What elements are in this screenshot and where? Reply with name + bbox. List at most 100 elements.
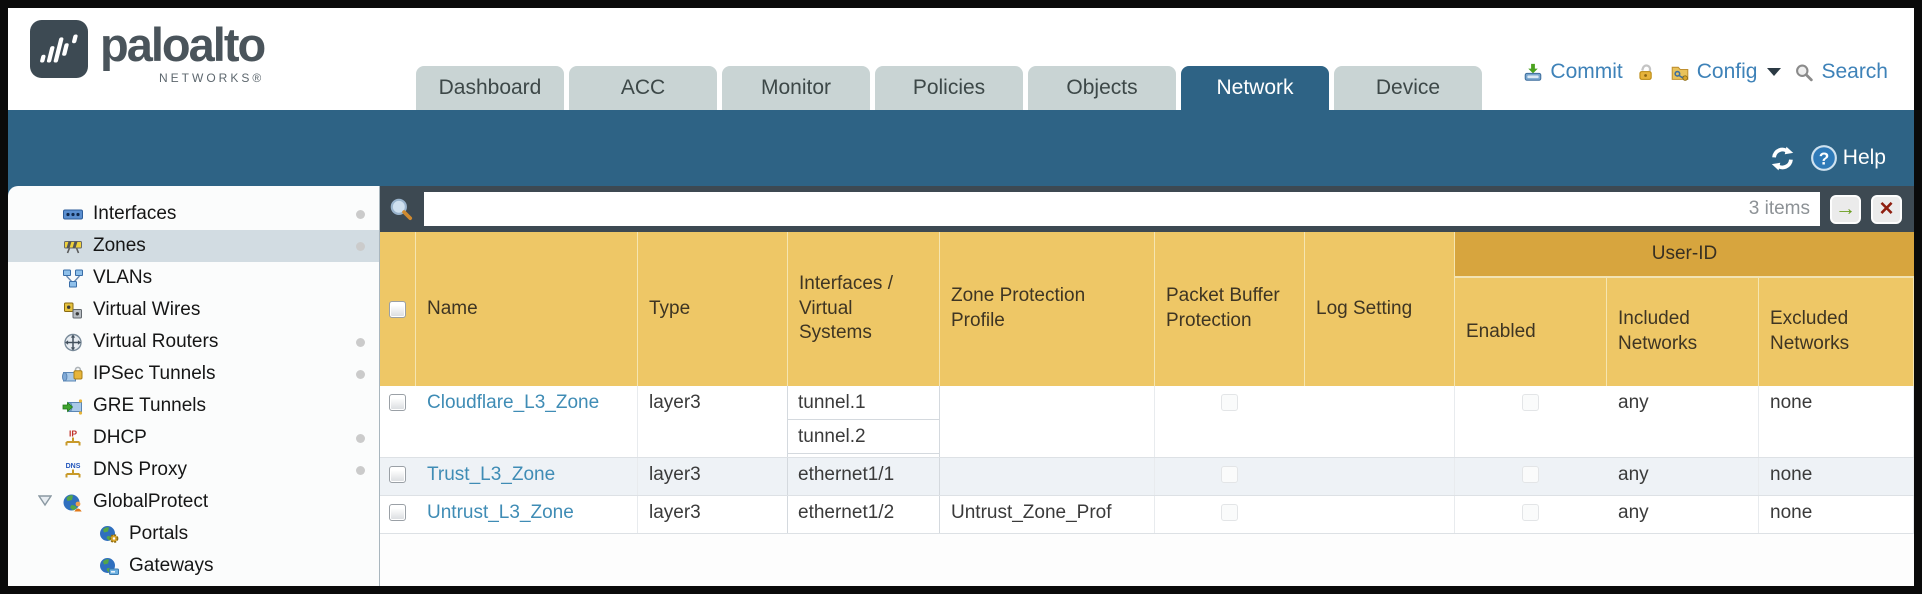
svg-text:?: ?	[1819, 148, 1830, 168]
sidebar-item-virtual-wires[interactable]: Virtual Wires	[8, 294, 379, 326]
content-area: Interfaces Zones	[8, 186, 1914, 586]
help-label: Help	[1842, 146, 1886, 169]
sidebar-label: Virtual Wires	[93, 299, 201, 320]
paloalto-logo-icon	[30, 20, 88, 78]
sidebar-item-portals[interactable]: Portals	[8, 518, 379, 550]
sidebar-item-interfaces[interactable]: Interfaces	[8, 198, 379, 230]
refresh-icon[interactable]	[1769, 145, 1796, 172]
sidebar-item-globalprotect[interactable]: GlobalProtect	[8, 486, 379, 518]
lock-icon[interactable]	[1635, 63, 1657, 82]
table-row: Untrust_L3_Zone layer3 ethernet1/2 Untru…	[380, 496, 1914, 534]
sidebar-item-ipsec-tunnels[interactable]: IPSec Tunnels	[8, 358, 379, 390]
config-label: Config	[1696, 60, 1758, 83]
top-bar: paloalto NETWORKS® Dashboard ACC Monitor…	[8, 8, 1914, 110]
sidebar-label: DHCP	[93, 427, 147, 448]
zone-type-cell: layer3	[638, 458, 788, 495]
log-setting-cell	[1305, 458, 1455, 495]
apply-filter-button[interactable]: →	[1830, 194, 1861, 224]
search-button[interactable]: Search	[1793, 60, 1888, 84]
filter-input[interactable]	[424, 192, 1749, 226]
column-header-name[interactable]: Name	[416, 232, 638, 386]
network-sidebar: Interfaces Zones	[8, 186, 380, 586]
tab-device[interactable]: Device	[1334, 66, 1482, 110]
column-header-type[interactable]: Type	[638, 232, 788, 386]
zone-interfaces-cell: ethernet1/1	[787, 458, 940, 495]
tab-policies[interactable]: Policies	[875, 66, 1023, 110]
user-id-enabled-cell	[1455, 496, 1607, 533]
portals-icon	[100, 525, 119, 543]
interface-entry: ethernet1/2	[798, 502, 895, 523]
packet-buffer-checkbox	[1221, 504, 1238, 521]
enabled-checkbox	[1522, 466, 1539, 483]
tab-network[interactable]: Network	[1181, 66, 1329, 110]
interface-entry: tunnel.2	[788, 420, 939, 454]
user-id-enabled-cell	[1455, 458, 1607, 495]
row-checkbox[interactable]	[389, 466, 406, 483]
table-header: Name Type Interfaces / Virtual Systems Z…	[380, 232, 1914, 386]
sidebar-label: Interfaces	[93, 203, 177, 224]
row-checkbox[interactable]	[389, 394, 406, 411]
dns-proxy-icon: DNS	[65, 463, 81, 477]
column-header-excluded-networks[interactable]: Excluded Networks	[1759, 278, 1914, 386]
help-button[interactable]: ? Help	[1810, 144, 1886, 172]
excluded-networks-cell: none	[1759, 458, 1914, 495]
item-count: 3 items	[1748, 198, 1810, 219]
commit-button[interactable]: Commit	[1522, 60, 1623, 84]
select-all-checkbox[interactable]	[389, 300, 406, 318]
page-header-band: ? Help	[8, 110, 1914, 186]
column-header-zone-protection-profile[interactable]: Zone Protection Profile	[940, 232, 1155, 386]
zone-name-link[interactable]: Untrust_L3_Zone	[416, 496, 638, 533]
sidebar-item-zones[interactable]: Zones	[8, 230, 379, 262]
virtual-routers-icon	[64, 333, 82, 351]
tab-dashboard[interactable]: Dashboard	[416, 66, 564, 110]
sidebar-item-dhcp[interactable]: IP DHCP	[8, 422, 379, 454]
zone-protection-profile-cell	[940, 386, 1155, 457]
zones-panel: 3 items → × Name Type Interfaces / Virtu…	[380, 186, 1914, 586]
tab-acc[interactable]: ACC	[569, 66, 717, 110]
help-icon: ?	[1810, 145, 1837, 171]
sidebar-label: Zones	[93, 235, 146, 256]
sidebar-item-vlans[interactable]: VLANs	[8, 262, 379, 294]
sidebar-item-virtual-routers[interactable]: Virtual Routers	[8, 326, 379, 358]
excluded-networks-cell: none	[1759, 496, 1914, 533]
column-header-enabled[interactable]: Enabled	[1455, 278, 1607, 386]
zone-name-link[interactable]: Trust_L3_Zone	[416, 458, 638, 495]
status-dot	[356, 210, 365, 219]
table-empty-area	[380, 534, 1914, 586]
select-all-cell	[380, 232, 416, 386]
log-setting-cell	[1305, 496, 1455, 533]
expand-triangle-icon[interactable]	[38, 495, 52, 507]
paloalto-logo-text: paloalto NETWORKS®	[100, 18, 266, 86]
table-row: Cloudflare_L3_Zone layer3 tunnel.1 tunne…	[380, 386, 1914, 458]
column-header-interfaces[interactable]: Interfaces / Virtual Systems	[788, 232, 940, 386]
zones-table: Name Type Interfaces / Virtual Systems Z…	[380, 232, 1914, 586]
column-header-included-networks[interactable]: Included Networks	[1607, 278, 1759, 386]
sidebar-label: Portals	[129, 523, 189, 544]
row-checkbox[interactable]	[389, 504, 406, 521]
status-dot	[356, 434, 365, 443]
tab-monitor[interactable]: Monitor	[722, 66, 870, 110]
logo-wordmark: paloalto	[100, 18, 266, 71]
config-button[interactable]: Config	[1669, 60, 1782, 84]
main-nav-tabs: Dashboard ACC Monitor Policies Objects N…	[416, 66, 1482, 110]
paloalto-logo: paloalto NETWORKS®	[30, 18, 266, 86]
search-label: Search	[1821, 60, 1888, 83]
sidebar-item-gateways[interactable]: Gateways	[8, 550, 379, 582]
sidebar-item-gre-tunnels[interactable]: GRE Tunnels	[8, 390, 379, 422]
column-header-log-setting[interactable]: Log Setting	[1305, 232, 1455, 386]
column-header-packet-buffer-protection[interactable]: Packet Buffer Protection	[1155, 232, 1305, 386]
zone-interfaces-cell: ethernet1/2	[787, 496, 940, 533]
zone-protection-profile-cell	[940, 458, 1155, 495]
filter-input-wrap: 3 items	[424, 192, 1820, 226]
filter-search-icon	[390, 198, 413, 221]
included-networks-cell: any	[1607, 458, 1759, 495]
sidebar-item-dns-proxy[interactable]: DNS DNS Proxy	[8, 454, 379, 486]
status-dot	[356, 242, 365, 251]
tab-objects[interactable]: Objects	[1028, 66, 1176, 110]
interface-entry: tunnel.1	[788, 386, 939, 420]
packet-buffer-protection-cell	[1155, 496, 1305, 533]
clear-filter-button[interactable]: ×	[1871, 194, 1902, 224]
search-icon	[1796, 64, 1814, 81]
virtual-wires-icon	[64, 302, 82, 318]
zone-name-link[interactable]: Cloudflare_L3_Zone	[416, 386, 638, 457]
